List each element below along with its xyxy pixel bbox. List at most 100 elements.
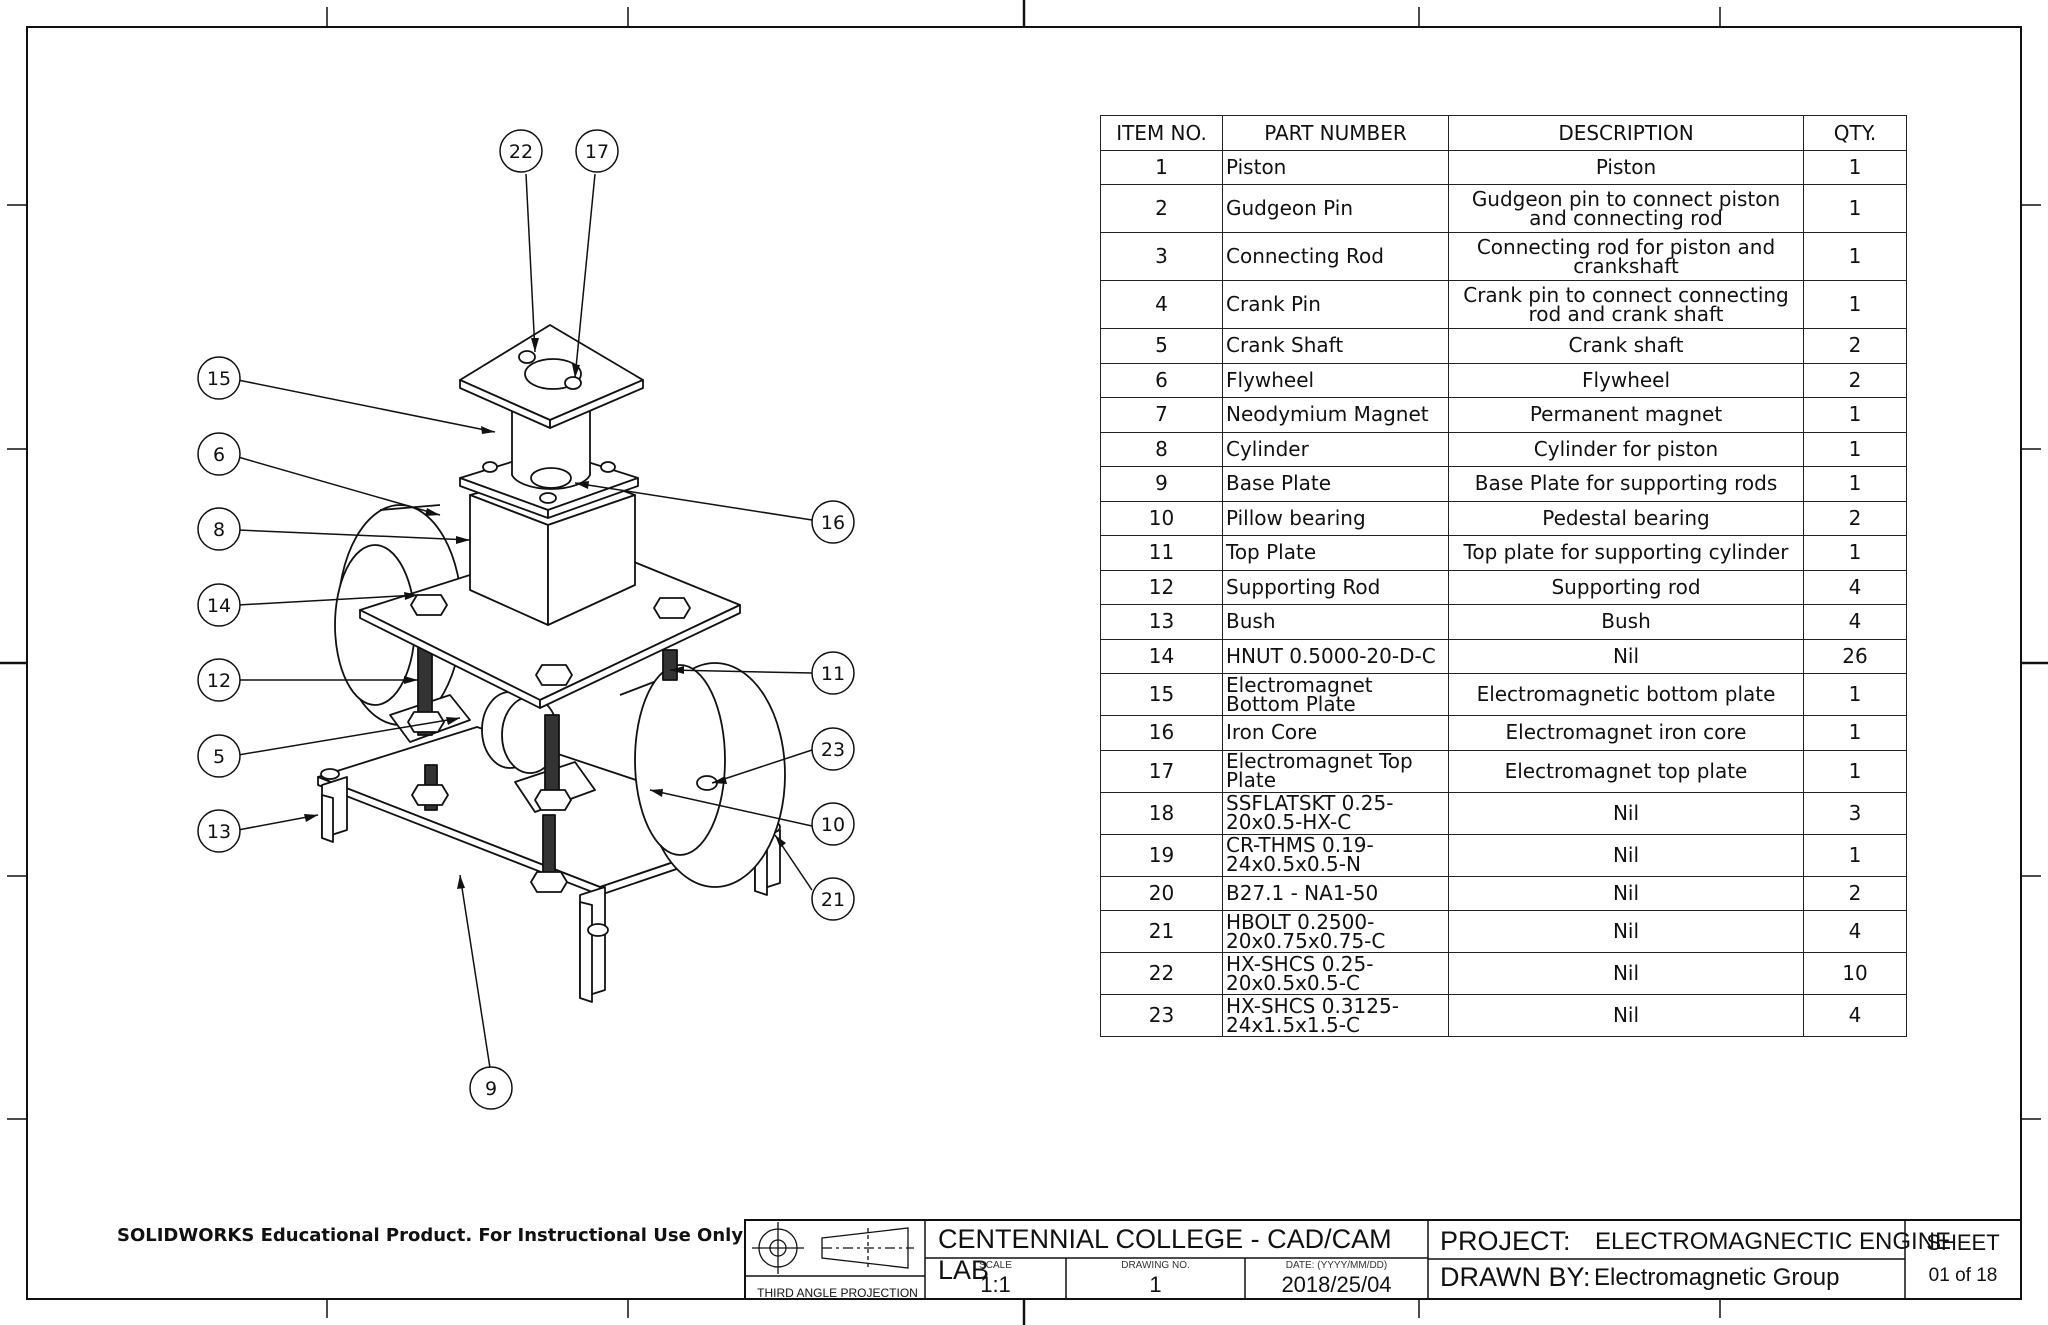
bom-part-number: HX-SHCS 0.3125-24x1.5x1.5-C	[1222, 994, 1449, 1037]
bom-quantity: 2	[1803, 500, 1907, 536]
bom-description: Base Plate for supporting rods	[1448, 466, 1804, 502]
bom-part-number: B27.1 - NA1-50	[1222, 875, 1449, 911]
socket-screw	[518, 350, 536, 364]
bom-quantity: 1	[1803, 280, 1907, 329]
bom-quantity: 2	[1803, 875, 1907, 911]
bom-quantity: 1	[1803, 749, 1907, 793]
bom-part-number: Base Plate	[1222, 466, 1449, 502]
bom-quantity: 1	[1803, 535, 1907, 571]
balloon-label: 13	[207, 821, 231, 843]
educational-watermark: SOLIDWORKS Educational Product. For Inst…	[117, 1225, 744, 1246]
bom-quantity: 1	[1803, 232, 1907, 281]
bom-item-no: 11	[1100, 535, 1223, 571]
bom-description: Pedestal bearing	[1448, 500, 1804, 536]
date-label: DATE: (YYYY/MM/DD)	[1285, 1260, 1388, 1271]
balloon-label: 9	[485, 1078, 497, 1100]
bom-item-no: 21	[1100, 910, 1223, 953]
bom-part-number: HBOLT 0.2500-20x0.75x0.75-C	[1222, 910, 1449, 953]
bom-description: Flywheel	[1448, 362, 1804, 398]
drawn-by-label: DRAWN BY:	[1440, 1262, 1591, 1292]
bom-description: Nil	[1448, 910, 1804, 953]
hex-nut	[535, 664, 573, 686]
column-header-qty: QTY.	[1803, 115, 1907, 151]
bom-part-number: Neodymium Magnet	[1222, 397, 1449, 433]
bom-part-number: Electromagnet Top Plate	[1222, 749, 1449, 793]
bom-part-number: Pillow bearing	[1222, 500, 1449, 536]
bom-part-number: Supporting Rod	[1222, 569, 1449, 605]
arrowheads	[304, 338, 786, 889]
bom-description: Nil	[1448, 833, 1804, 877]
hex-nut	[534, 789, 572, 811]
project-label: PROJECT:	[1440, 1226, 1571, 1256]
bom-item-no: 15	[1100, 673, 1223, 716]
bom-quantity: 1	[1803, 184, 1907, 233]
cylinder-right	[547, 494, 636, 626]
bom-quantity: 3	[1803, 791, 1907, 835]
bom-description: Electromagnetic bottom plate	[1448, 673, 1804, 716]
bom-description: Supporting rod	[1448, 569, 1804, 605]
project-name: ELECTROMAGNECTIC ENGINE	[1595, 1228, 1952, 1255]
bom-part-number: SSFLATSKT 0.25-20x0.5-HX-C	[1222, 791, 1449, 835]
bom-item-no: 23	[1100, 994, 1223, 1037]
bom-quantity: 1	[1803, 833, 1907, 877]
bom-item-no: 14	[1100, 638, 1223, 674]
bom-item-no: 16	[1100, 715, 1223, 751]
bom-description: Crank pin to connect connecting rod and …	[1448, 280, 1804, 329]
socket-screw	[564, 376, 582, 390]
bom-item-no: 5	[1100, 328, 1223, 364]
assembly-drawing	[317, 324, 786, 1003]
projection-symbol	[752, 1222, 914, 1274]
bom-item-no: 13	[1100, 604, 1223, 640]
column-header-item-no: ITEM NO.	[1100, 115, 1223, 151]
drawn-by-value: Electromagnetic Group	[1594, 1264, 1840, 1291]
bom-quantity: 10	[1803, 952, 1907, 995]
projection-label: THIRD ANGLE PROJECTION	[757, 1286, 918, 1300]
bom-item-no: 22	[1100, 952, 1223, 995]
bom-quantity: 4	[1803, 604, 1907, 640]
hex-nut	[411, 784, 449, 806]
supporting-rod	[662, 649, 678, 681]
bom-item-no: 9	[1100, 466, 1223, 502]
column-header-part-number: PART NUMBER	[1222, 115, 1449, 151]
bom-quantity: 1	[1803, 397, 1907, 433]
iron-core	[511, 405, 591, 490]
bom-description: Crank shaft	[1448, 328, 1804, 364]
sheet-number: 01 of 18	[1928, 1265, 1998, 1286]
bom-item-no: 20	[1100, 875, 1223, 911]
balloon-label: 23	[821, 739, 845, 761]
bom-item-no: 1	[1100, 150, 1223, 185]
bom-quantity: 1	[1803, 466, 1907, 502]
bom-description: Top plate for supporting cylinder	[1448, 535, 1804, 571]
bom-item-no: 3	[1100, 232, 1223, 281]
bom-part-number: Piston	[1222, 150, 1449, 185]
hex-nut	[530, 871, 568, 893]
balloon-label: 5	[213, 746, 225, 768]
bom-part-number: Cylinder	[1222, 431, 1449, 467]
balloon-label: 21	[821, 889, 845, 911]
bom-description: Nil	[1448, 952, 1804, 995]
bom-part-number: Top Plate	[1222, 535, 1449, 571]
bom-item-no: 7	[1100, 397, 1223, 433]
sheet-label: SHEET	[1926, 1230, 2000, 1255]
bom-description: Nil	[1448, 791, 1804, 835]
balloon-label: 6	[213, 444, 225, 466]
bom-part-number: HX-SHCS 0.25-20x0.5x0.5-C	[1222, 952, 1449, 995]
bom-part-number: Gudgeon Pin	[1222, 184, 1449, 233]
balloon-label: 10	[821, 814, 845, 836]
drawing-no-value: 1	[1149, 1272, 1162, 1297]
bom-item-no: 8	[1100, 431, 1223, 467]
